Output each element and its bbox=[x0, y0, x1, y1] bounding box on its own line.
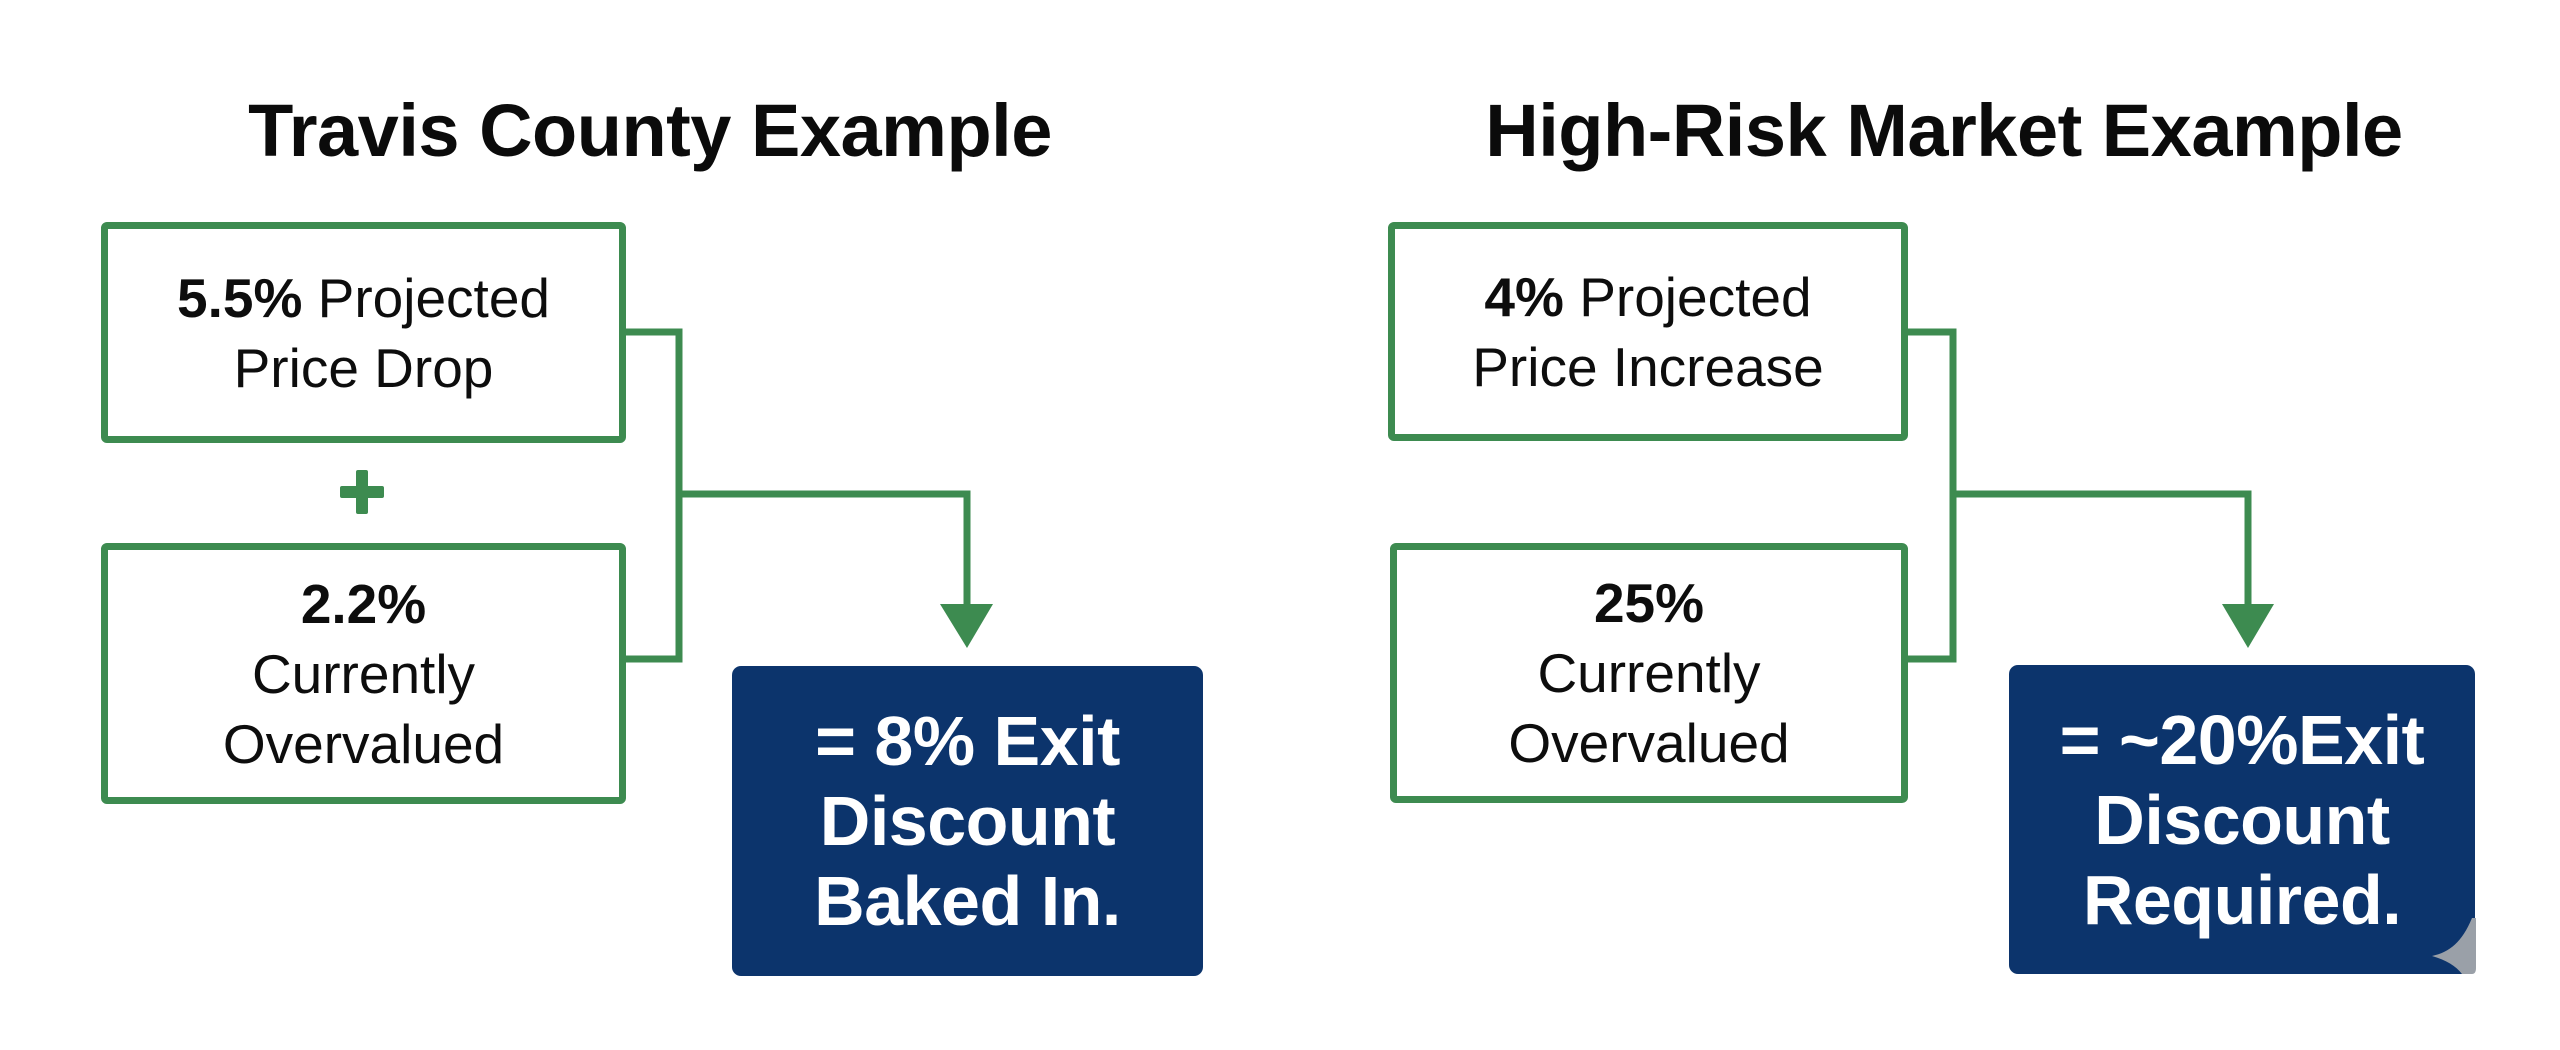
input-label-line-2: Price Increase bbox=[1472, 335, 1824, 398]
input-label-line-2: Currently bbox=[1537, 642, 1761, 704]
input-label-line-3: Overvalued bbox=[222, 712, 505, 775]
page-curl-icon bbox=[2432, 918, 2476, 974]
result-line-2: Discount bbox=[819, 782, 1116, 860]
result-line-3: Baked In. bbox=[814, 862, 1121, 940]
input-value: 4% bbox=[1484, 265, 1564, 328]
panel-title: Travis County Example bbox=[248, 89, 1052, 172]
panel-title: High-Risk Market Example bbox=[1485, 89, 2403, 172]
input-box-projected-price-increase: 4% Projected Price Increase bbox=[1388, 222, 1908, 441]
result-line-3: Required. bbox=[2082, 860, 2402, 939]
input-value: 2.2% bbox=[300, 572, 427, 635]
input-box-currently-overvalued: 2.2% Currently Overvalued bbox=[101, 543, 626, 804]
input-box-line-1: 5.5% Projected bbox=[177, 263, 550, 333]
input-label: Projected bbox=[302, 266, 550, 329]
result-box-exit-discount: = 8% Exit Discount Baked In. bbox=[732, 666, 1203, 976]
input-label-line-3: Overvalued bbox=[1508, 712, 1790, 774]
result-line-1: = ~20%Exit bbox=[2059, 700, 2425, 779]
panel-high-risk-market: High-Risk Market Example 4% Projected Pr… bbox=[1280, 0, 2560, 1050]
panel-travis-county: Travis County Example 5.5% Projected Pri… bbox=[101, 89, 1203, 976]
input-box-currently-overvalued: 25% Currently Overvalued bbox=[1390, 543, 1908, 803]
result-line-2: Discount bbox=[2094, 780, 2390, 859]
input-value: 25% bbox=[1593, 572, 1705, 634]
result-line-1: = 8% Exit bbox=[815, 702, 1120, 780]
result-box-exit-discount: = ~20%Exit Discount Required. bbox=[2009, 665, 2475, 974]
input-value: 5.5% bbox=[176, 266, 303, 329]
input-box-line-1: 4% Projected bbox=[1484, 262, 1811, 332]
input-label-line-2: Currently bbox=[251, 642, 476, 705]
plus-icon bbox=[340, 470, 384, 514]
input-label: Projected bbox=[1563, 265, 1812, 328]
input-label-line-2: Price Drop bbox=[233, 336, 494, 399]
input-box-projected-price-drop: 5.5% Projected Price Drop bbox=[101, 222, 626, 443]
